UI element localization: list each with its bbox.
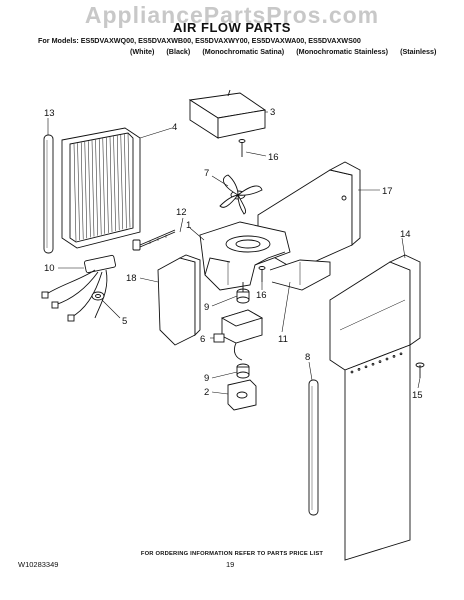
panel-slat (106, 137, 109, 233)
callout-1: 1 (186, 220, 191, 231)
panel-rivet (371, 362, 375, 366)
callout-9-top: 9 (204, 302, 209, 313)
panel-slat (80, 142, 84, 240)
panel-slat (77, 143, 80, 241)
panel-slat (84, 141, 88, 239)
callout-17: 17 (382, 186, 393, 197)
part-8-strip (308, 379, 319, 516)
panel-slat (113, 136, 116, 232)
watermark: AppliancePartsPros.com (84, 2, 380, 28)
callout-15: 15 (412, 390, 423, 401)
color-label: (White) (130, 47, 155, 56)
part-16-screw-top (238, 139, 246, 157)
panel-slat (88, 141, 91, 238)
part-10-wire-harness (41, 254, 116, 322)
document-number: W10283349 (18, 560, 59, 569)
page-number: 19 (226, 560, 235, 569)
panel-rivet (378, 360, 382, 363)
color-list: (White) (Black) (Monochromatic Satina) (… (130, 47, 446, 56)
callout-11: 11 (278, 334, 288, 345)
panel-slat (91, 140, 95, 237)
part-15-screw (415, 362, 425, 378)
part-14-back-panel (329, 254, 421, 561)
panel-slat (127, 133, 131, 228)
panel-slat (98, 139, 102, 235)
callout-5: 5 (122, 316, 127, 327)
part-16-screw-mid (258, 266, 266, 282)
callout-numbers: 13 4 3 16 7 17 12 1 14 10 18 9 16 5 11 6… (44, 107, 423, 401)
panel-slat (73, 143, 77, 242)
panel-rivet (357, 368, 361, 371)
callout-7: 7 (204, 168, 209, 179)
model-list: For Models: ES5DVAXWQ00, ES5DVAXWB00, ES… (38, 36, 361, 45)
callout-10: 10 (44, 263, 55, 274)
page-title: AIR FLOW PARTS (173, 20, 291, 35)
part-18-panel (157, 254, 201, 346)
callout-16: 16 (268, 152, 279, 163)
color-label: (Black) (166, 47, 191, 56)
color-label: (Stainless) (400, 47, 437, 56)
callout-2: 2 (204, 387, 209, 398)
panel-slat (109, 136, 113, 233)
panel-slat (124, 134, 127, 229)
part-6-motor (213, 309, 264, 361)
callout-13: 13 (44, 108, 55, 119)
part-9-grommet-top (236, 282, 250, 304)
callout-4: 4 (172, 122, 177, 133)
part-2-bracket (227, 379, 257, 411)
callout-6: 6 (200, 334, 205, 345)
panel-rivet (399, 352, 403, 356)
part-3-bracket (188, 89, 267, 139)
panel-slat (102, 138, 106, 234)
part-11-bracket (269, 259, 331, 291)
ordering-note: FOR ORDERING INFORMATION REFER TO PARTS … (140, 551, 324, 557)
color-label: (Monochromatic Stainless) (296, 47, 389, 56)
callout-14: 14 (400, 229, 411, 240)
part-7-fan-blade (219, 174, 263, 215)
panel-rivet (350, 370, 354, 374)
callout-16-mid: 16 (256, 290, 267, 301)
callout-3: 3 (270, 107, 275, 118)
part-4-panel (61, 127, 141, 249)
callout-9-bottom: 9 (204, 373, 209, 384)
panel-rivet (392, 355, 396, 358)
leader-lines (47, 111, 421, 395)
panel-rivet (385, 357, 389, 361)
panel-rivet (364, 365, 368, 369)
panel-slat (95, 139, 98, 236)
color-label: (Monochromatic Satina) (202, 47, 285, 56)
part-1-fan-housing (199, 221, 291, 291)
panel-slat (116, 135, 120, 231)
part-13-rod (43, 134, 54, 254)
callout-18: 18 (126, 273, 137, 284)
part-12-screw (132, 229, 176, 251)
panel-slat (120, 134, 124, 230)
callout-12: 12 (176, 207, 187, 218)
callout-8: 8 (305, 352, 310, 363)
part-9-grommet-bottom (236, 363, 250, 379)
